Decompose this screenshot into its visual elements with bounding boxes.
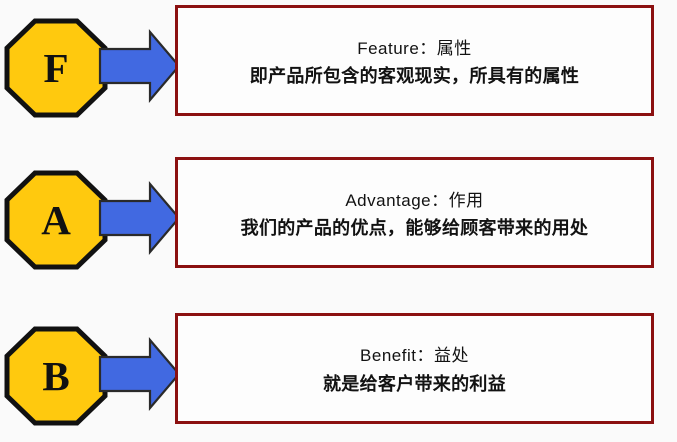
advantage-description: 我们的产品的优点，能够给顾客带来的用处 bbox=[240, 217, 589, 238]
octagon-letter-f: F bbox=[43, 44, 69, 91]
octagon-letter-a: A bbox=[41, 196, 71, 243]
advantage-title: Advantage：作用 bbox=[345, 190, 484, 210]
arrow-right-shape-icon bbox=[98, 337, 181, 411]
fab-row-feature: F Feature：属性 即产品所包含的客观现实，所具有的属性 bbox=[0, 0, 677, 130]
octagon-letter-b: B bbox=[42, 352, 70, 399]
benefit-description: 就是给客户带来的利益 bbox=[323, 374, 506, 394]
feature-description: 即产品所包含的客观现实，所具有的属性 bbox=[249, 65, 580, 86]
octagon-shape-icon bbox=[4, 18, 108, 118]
arrow-right-shape-icon bbox=[98, 29, 181, 103]
fab-row-advantage: A Advantage：作用 我们的产品的优点，能够给顾客带来的用处 bbox=[0, 152, 677, 282]
octagon-shape-icon bbox=[4, 326, 108, 426]
text-box-benefit: Benefit：益处 就是给客户带来的利益 bbox=[175, 313, 654, 424]
feature-title: Feature：属性 bbox=[357, 38, 472, 58]
text-box-feature: Feature：属性 即产品所包含的客观现实，所具有的属性 bbox=[175, 5, 654, 116]
fab-row-benefit: B Benefit：益处 就是给客户带来的利益 bbox=[0, 308, 677, 438]
benefit-title: Benefit：益处 bbox=[360, 346, 469, 365]
octagon-badge-f[interactable]: F bbox=[4, 18, 108, 118]
octagon-badge-b[interactable]: B bbox=[4, 326, 108, 426]
arrow-right-icon-3 bbox=[98, 332, 182, 416]
arrow-right-icon-2 bbox=[98, 176, 182, 260]
arrow-right-icon-1 bbox=[98, 24, 182, 108]
octagon-badge-a[interactable]: A bbox=[4, 170, 108, 270]
text-box-advantage: Advantage：作用 我们的产品的优点，能够给顾客带来的用处 bbox=[175, 157, 654, 268]
octagon-shape-icon bbox=[4, 170, 108, 270]
arrow-right-shape-icon bbox=[98, 181, 181, 255]
